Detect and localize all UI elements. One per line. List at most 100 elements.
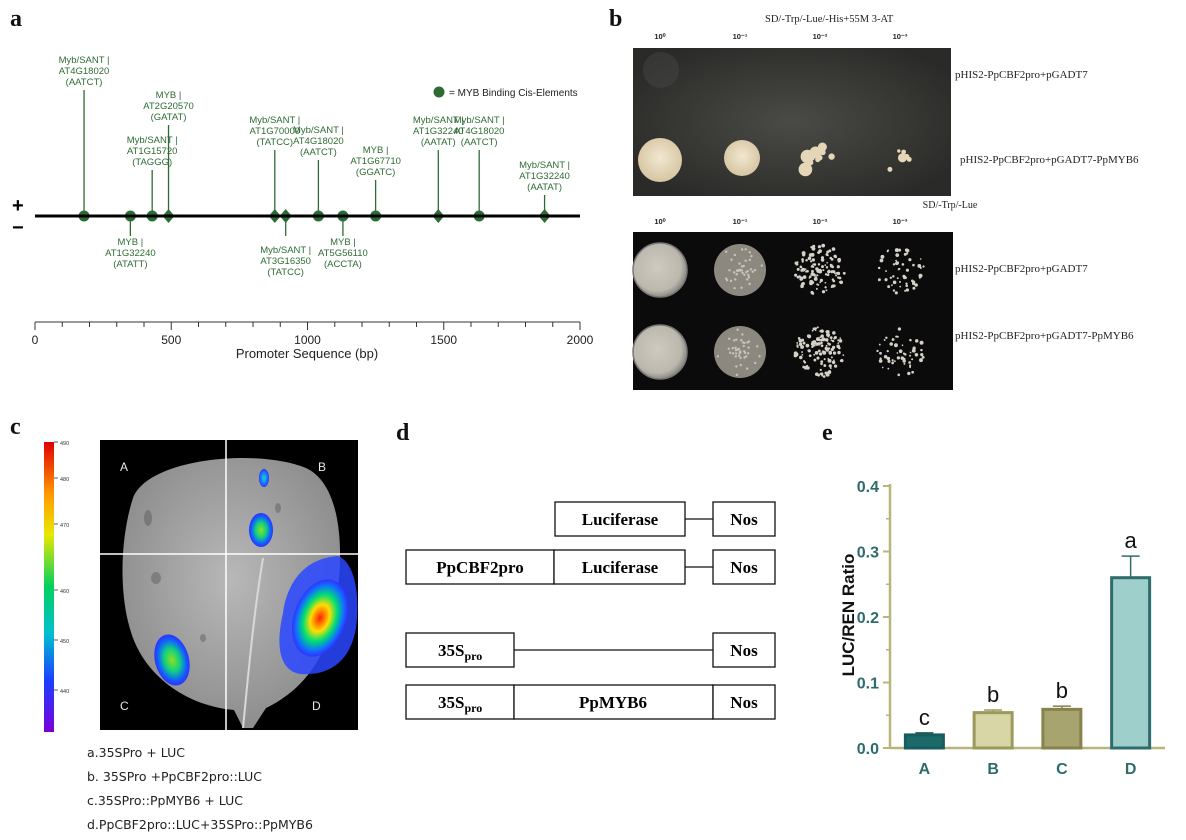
cis-element-label: Myb/SANT | (519, 160, 570, 171)
construct-3-terminator: Nos (730, 641, 758, 660)
construct-4-terminator: Nos (730, 693, 758, 712)
cis-element-label: MYB | (118, 237, 144, 248)
colony-dot (798, 162, 813, 177)
cis-element-12: Myb/SANT |AT1G32240(AATAT) (519, 160, 570, 223)
cis-element-label: Myb/SANT | (260, 245, 311, 256)
growth-spot (632, 324, 688, 380)
colony-dot (804, 151, 815, 161)
cis-element-label: AT1G32240 (519, 171, 570, 182)
construct-4-gene: PpMYB6 (579, 693, 647, 712)
x-tick-label: D (1125, 761, 1137, 778)
construct-1-gene: Luciferase (582, 510, 659, 529)
cis-element-label: AT4G18020 (454, 126, 505, 137)
top-plate (633, 48, 951, 196)
y-tick-label: 0.4 (857, 479, 879, 496)
construct-2-gene: Luciferase (582, 558, 659, 577)
quadrant-label-c: C (120, 699, 129, 713)
caption-b: b. 35SPro +PpCBF2pro::LUC (87, 769, 263, 784)
legend-marker-icon (433, 86, 445, 98)
cis-element-label: AT1G15720 (127, 146, 178, 157)
caption-c: c.35SPro::PpMYB6 + LUC (87, 793, 243, 808)
bar-rect (972, 711, 1014, 750)
cis-element-label: AT1G32240 (105, 248, 156, 259)
significance-letter: c (919, 705, 930, 730)
cis-element-label: AT4G18020 (293, 136, 344, 147)
cis-element-label: Myb/SANT | (127, 135, 178, 146)
y-tick-label: 0.3 (857, 545, 879, 562)
cis-element-label: Myb/SANT | (59, 55, 110, 66)
scale-tick-label: 440 (60, 689, 69, 695)
colony-dot (817, 142, 827, 152)
construct-4-gene-box (513, 684, 714, 720)
x-tick-label: 500 (161, 333, 181, 347)
cis-element-label: Myb/SANT | (413, 115, 464, 126)
bottom-dilution-label: 10⁻¹ (733, 217, 748, 226)
y-axis-label: LUC/REN Ratio (839, 554, 858, 677)
construct-3-terminator-box (712, 632, 776, 668)
cis-element-label: Myb/SANT | (249, 115, 300, 126)
scale-tick-label: 470 (60, 523, 69, 529)
scale-tick-label: 490 (60, 441, 69, 447)
significance-letter: b (1056, 678, 1068, 703)
color-scale-bar (44, 442, 54, 732)
bar-rect (1041, 707, 1083, 750)
top-dilution-label: 10⁻³ (893, 32, 908, 41)
cis-element-label: MYB | (156, 90, 182, 101)
cis-element-1: Myb/SANT |AT4G18020(AATCT) (59, 55, 110, 222)
x-tick-label: C (1056, 761, 1068, 778)
growth-spot (876, 327, 925, 377)
y-tick-label: 0.1 (857, 676, 879, 693)
bottom-dilution-label: 10⁻² (813, 217, 828, 226)
legend-text: = MYB Binding Cis-Elements (449, 88, 578, 99)
colony-dot (901, 149, 907, 155)
plus-strand-label: + (12, 195, 24, 217)
top-dilution-label: 10⁰ (654, 32, 666, 41)
cis-element-label: (GATAT) (151, 112, 187, 123)
bottom-dilution-label: 10⁻³ (893, 217, 908, 226)
significance-letter: b (987, 682, 999, 707)
scale-tick-label: 480 (60, 477, 69, 483)
scale-tick-label: 460 (60, 589, 69, 595)
cis-element-label: (TAGGG) (132, 157, 172, 168)
construct-2-promoter-box (405, 549, 555, 585)
quadrant-label-a: A (120, 460, 128, 474)
cis-element-label: AT5G56110 (318, 248, 368, 259)
construct-2-gene-box (553, 549, 686, 585)
cis-element-8: MYB |AT5G56110(ACCTA) (318, 210, 368, 270)
x-tick-label: 0 (32, 333, 39, 347)
construct-2-terminator-box (712, 549, 776, 585)
colony-spot (724, 140, 760, 176)
growth-spot (794, 243, 846, 295)
construct-4-terminator-box (712, 684, 776, 720)
growth-spot (877, 248, 925, 295)
growth-spot (714, 326, 766, 378)
cis-element-label: (TATCC) (267, 267, 304, 278)
construct-3-promoter: 35Spro (438, 641, 482, 663)
x-tick-label: 1500 (430, 333, 457, 347)
cis-element-11: Myb/SANT |AT4G18020(AATCT) (454, 115, 505, 222)
colony-dot (887, 166, 893, 172)
significance-letter: a (1125, 528, 1138, 553)
bar-d: aD (1110, 528, 1152, 778)
bottom-plate (633, 232, 953, 390)
faint-spot (643, 52, 679, 88)
panel-letter-e: e (822, 420, 833, 446)
cis-element-label: (AATCT) (300, 147, 337, 158)
x-axis-label: Promoter Sequence (bp) (236, 346, 378, 361)
bottom-row-2-label: pHIS2-PpCBF2pro+pGADT7-PpMYB6 (955, 330, 1134, 342)
colony-dot (897, 153, 908, 163)
caption-a: a.35SPro + LUC (87, 745, 185, 760)
cis-element-label: AT1G70000 (250, 126, 301, 137)
colony-dot (897, 149, 901, 153)
cis-element-label: MYB | (330, 237, 356, 248)
promoter-map-figure: Myb/SANT |AT4G18020(AATCT)MYB |AT1G32240… (12, 55, 594, 361)
cis-element-label: MYB | (363, 145, 389, 156)
quadrant-label-d: D (312, 699, 321, 713)
cis-element-label: (AATAT) (421, 137, 456, 148)
bottom-row-1-label: pHIS2-PpCBF2pro+pGADT7 (955, 263, 1088, 275)
cis-element-label: Myb/SANT | (293, 125, 344, 136)
cis-element-label: (AATCT) (66, 77, 103, 88)
top-row-2-label: pHIS2-PpCBF2pro+pGADT7-PpMYB6 (960, 154, 1139, 166)
